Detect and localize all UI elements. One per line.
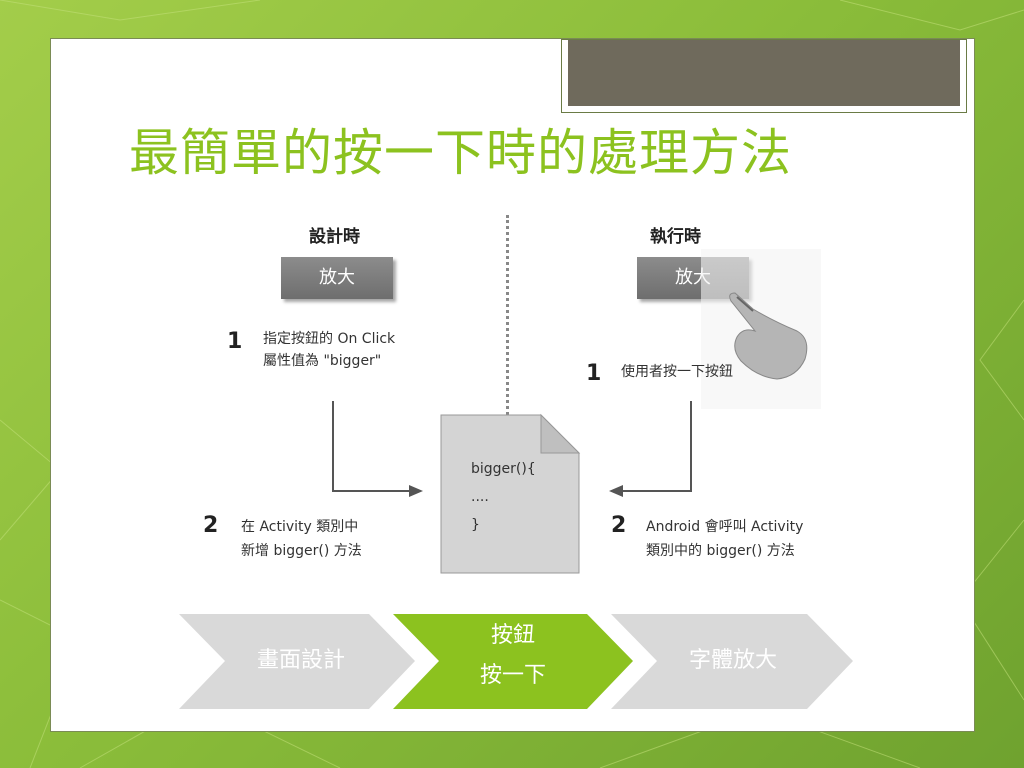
chevron-step-1-shape bbox=[179, 614, 415, 709]
slide-panel: 最簡單的按一下時的處理方法 設計時 放大 1 指定按鈕的 On Click 屬性… bbox=[50, 38, 975, 732]
code-line-1: bigger(){ bbox=[471, 461, 536, 477]
pointing-hand-icon bbox=[701, 249, 821, 409]
chevron-step-3-label: 字體放大 bbox=[688, 648, 777, 673]
code-line-2: .... bbox=[471, 489, 489, 505]
design-enlarge-button: 放大 bbox=[281, 257, 393, 299]
design-step1-number: 1 bbox=[227, 329, 243, 354]
code-line-3: } bbox=[471, 517, 480, 533]
chevron-step-2-shape bbox=[393, 614, 633, 709]
design-step2-line2: 新增 bigger() 方法 bbox=[241, 543, 362, 559]
design-step1-line2: 屬性值為 "bigger" bbox=[263, 353, 382, 369]
divider-dotted-line bbox=[506, 215, 509, 415]
runtime-heading: 執行時 bbox=[650, 227, 701, 247]
chevron-step-2-label-line1: 按鈕 bbox=[490, 623, 535, 648]
process-chevrons bbox=[179, 614, 853, 709]
design-heading: 設計時 bbox=[309, 227, 360, 247]
design-step2-line1: 在 Activity 類別中 bbox=[241, 519, 359, 535]
runtime-step2-number: 2 bbox=[611, 513, 627, 538]
chevron-step-1-label: 畫面設計 bbox=[256, 648, 345, 673]
header-image bbox=[568, 40, 960, 106]
design-step2-number: 2 bbox=[203, 513, 219, 538]
chevron-step-3-shape bbox=[611, 614, 853, 709]
runtime-step1-number: 1 bbox=[586, 361, 602, 386]
runtime-step2-line2: 類別中的 bigger() 方法 bbox=[646, 543, 795, 559]
flow-arrows bbox=[332, 401, 692, 574]
design-step1-line1: 指定按鈕的 On Click bbox=[263, 331, 396, 347]
chevron-step-2-label-line2: 按一下 bbox=[479, 663, 546, 688]
slide-title: 最簡單的按一下時的處理方法 bbox=[129, 124, 792, 182]
header-image-frame bbox=[561, 39, 967, 113]
runtime-step1-line1: 使用者按一下按鈕 bbox=[621, 364, 733, 380]
runtime-step2-line1: Android 會呼叫 Activity bbox=[646, 519, 804, 535]
